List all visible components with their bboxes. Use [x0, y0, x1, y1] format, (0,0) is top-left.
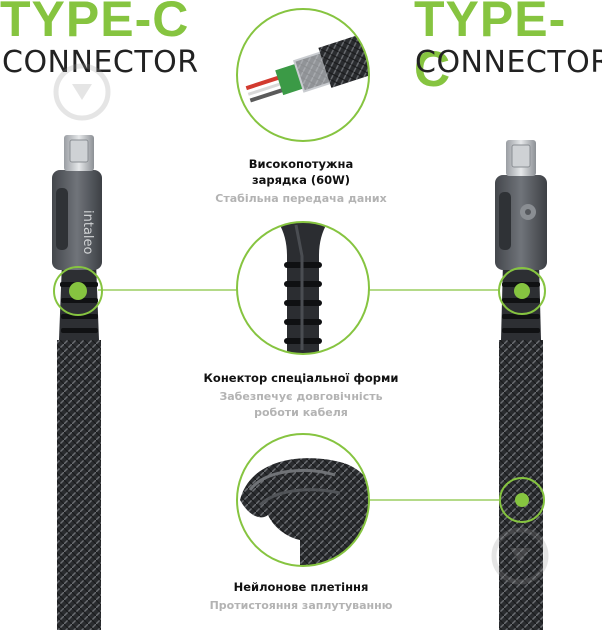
feature-3-subtitle: Протистояння заплутуванню: [209, 599, 393, 612]
right-connector-title: CONNECTOR: [415, 45, 602, 80]
right-type-title: TYPE-C: [414, 0, 567, 97]
feature-1-subtitle: Стабільна передача даних: [215, 192, 387, 205]
watermark-icon: [53, 63, 549, 585]
feature-3-title: Нейлонове плетіння: [233, 580, 369, 594]
left-type-title: TYPE-C: [0, 0, 190, 47]
feature-2-subtitle-line2: роботи кабеля: [254, 406, 348, 419]
feature-1-title-line1: Високопотужна: [248, 157, 354, 171]
wire-detail-image: [237, 9, 369, 141]
strain-relief-ring: [236, 221, 370, 355]
right-lower-highlight-ring: [499, 477, 545, 523]
feature-2-title: Конектор спеціальної форми: [203, 371, 399, 385]
right-highlight-ring: [498, 267, 546, 315]
strain-relief-image: [237, 222, 369, 354]
right-highlight-dot: [514, 283, 530, 299]
callout-lines: [98, 289, 505, 501]
right-lower-highlight-dot: [515, 493, 529, 507]
feature-1-title-line2: зарядка (60W): [251, 173, 351, 187]
left-highlight-ring: [53, 266, 103, 316]
left-connector-title: CONNECTOR: [2, 45, 199, 80]
feature-2-subtitle-line1: Забезпечує довговічність: [219, 390, 383, 403]
left-highlight-dot: [69, 282, 87, 300]
braid-detail-image: [237, 434, 369, 566]
cable-brand-text: intaleo: [80, 210, 95, 255]
braid-detail-ring: [236, 433, 370, 567]
wire-detail-ring: [236, 8, 370, 142]
